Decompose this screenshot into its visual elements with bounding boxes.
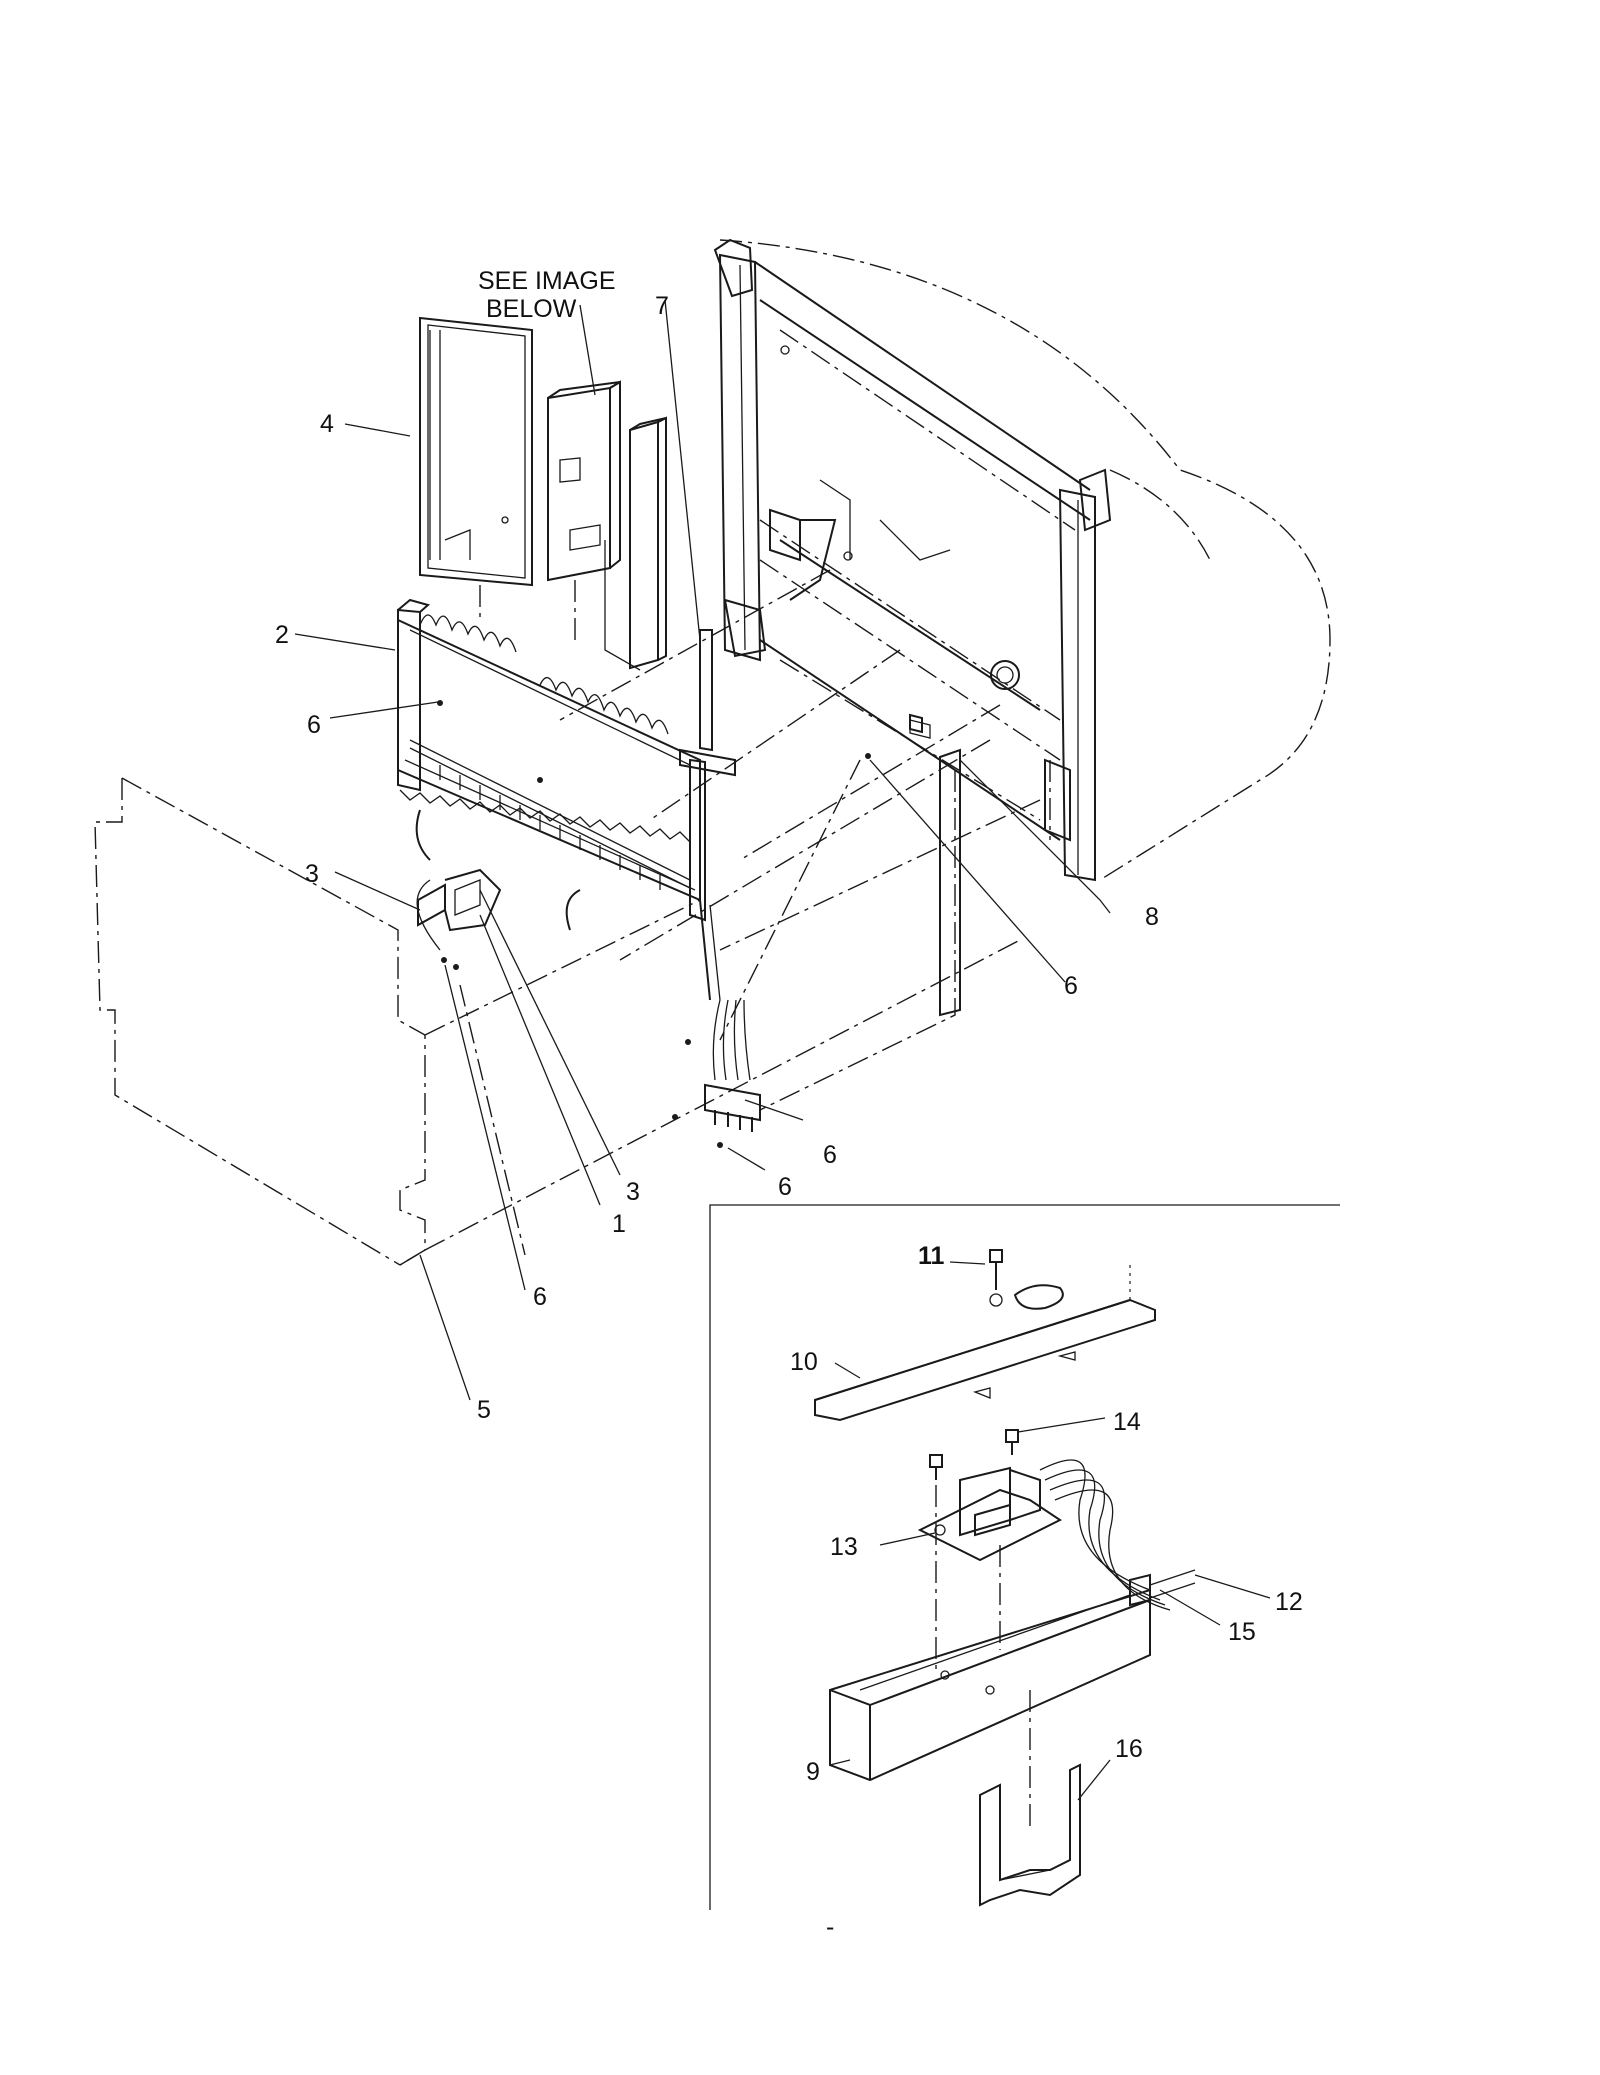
callout-labels: 4 2 6 3 7 8 6 6 6 3 1 6 5 11 10 14 13 12… (275, 292, 1303, 1941)
callout-6-right: 6 (1064, 972, 1078, 1000)
assembly-guides (459, 569, 1041, 1256)
part-8-drain-tube (939, 748, 961, 1017)
part-7-gasket-strip (679, 629, 736, 777)
callout-3-left: 3 (305, 860, 319, 888)
callout-6-harness-lower: 6 (778, 1173, 792, 1201)
callout-6-harness-upper: 6 (823, 1141, 837, 1169)
part-11-screw (989, 1249, 1003, 1307)
callout-13: 13 (830, 1533, 858, 1561)
callout-11: 11 (918, 1242, 945, 1270)
callout-15: 15 (1228, 1618, 1256, 1646)
footer-mark: - (826, 1913, 834, 1941)
part-9-control-box (829, 1545, 1196, 1782)
wire-harness-connector (704, 999, 761, 1132)
note-line-2: BELOW (486, 295, 577, 323)
callout-3-right: 3 (626, 1178, 640, 1206)
inset-frame (709, 1204, 1340, 1910)
part-16-bracket (979, 1690, 1081, 1907)
callout-6-left: 6 (307, 711, 321, 739)
callout-1: 1 (612, 1210, 626, 1238)
note-see-image-below: SEE IMAGE BELOW (478, 267, 616, 323)
leader-lines (294, 299, 1271, 1801)
cabinet-frame (713, 238, 1331, 882)
callout-9: 9 (806, 1758, 820, 1786)
part-5-liner-panel (94, 777, 1021, 1266)
callout-10: 10 (790, 1348, 818, 1376)
callout-5: 5 (477, 1396, 491, 1424)
callout-12: 12 (1275, 1588, 1303, 1616)
note-line-1: SEE IMAGE (478, 267, 616, 295)
callout-14: 14 (1113, 1408, 1141, 1436)
screws (437, 700, 923, 1148)
part-14-screws (929, 1429, 1019, 1670)
callout-4: 4 (320, 410, 334, 438)
part-2-evaporator (397, 598, 721, 1001)
air-duct (604, 416, 667, 671)
callout-6-bottom: 6 (533, 1283, 547, 1311)
callout-8: 8 (1145, 903, 1159, 931)
part-4-evaporator-cover (419, 316, 533, 587)
callout-7: 7 (655, 292, 669, 320)
part-3-thermostat (417, 868, 502, 932)
callout-2: 2 (275, 621, 289, 649)
control-box-reference (547, 380, 621, 582)
part-10-control-box-cover (814, 1260, 1156, 1422)
callout-16: 16 (1115, 1735, 1143, 1763)
part-13-control-board (917, 1459, 1171, 1611)
